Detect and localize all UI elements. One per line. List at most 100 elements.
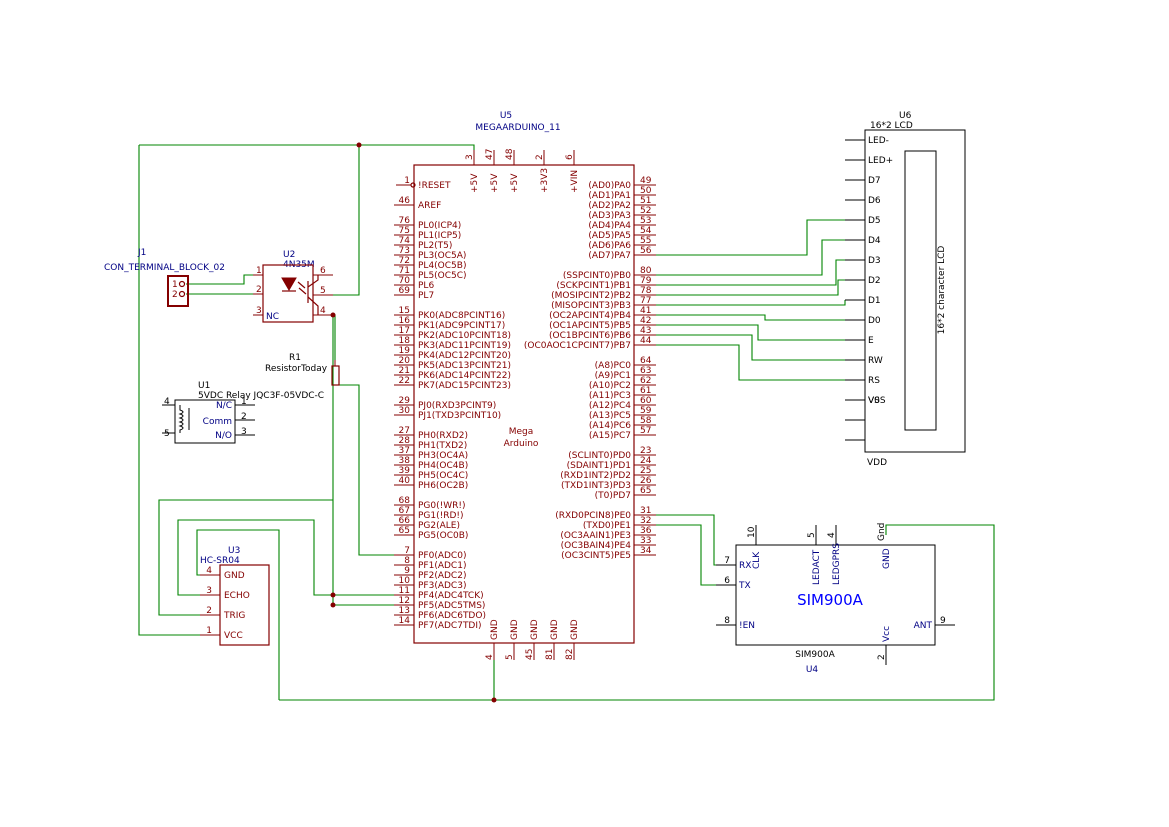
u5-body — [413, 164, 635, 644]
u5-pin-number: 1 — [404, 176, 410, 186]
u5-pin-number: 29 — [399, 396, 411, 406]
u5-pin-number: 5 — [505, 654, 515, 660]
u4-pin-number: 10 — [747, 526, 757, 538]
u5-pin-name: (A13)PC5 — [589, 411, 631, 421]
u1-value: 5VDC Relay JQC3F-05VDC-C — [198, 391, 324, 401]
u3-ref: U3 — [228, 546, 240, 556]
u5-pin-name: (OC3CINT5)PE5 — [561, 551, 631, 561]
u5-pin-name: AREF — [418, 201, 441, 211]
u5-reset-bubble — [410, 182, 416, 188]
u5-pin-number: 47 — [485, 149, 495, 160]
u5-pin-number: 8 — [404, 556, 410, 566]
u5-pin-name: +5V — [470, 173, 480, 193]
u5-pin-number: 45 — [525, 649, 535, 660]
u5-pin-number: 2 — [535, 154, 545, 160]
u5-pin-number: 37 — [399, 446, 410, 456]
u4-title: SIM900A — [797, 591, 864, 609]
u6-body — [864, 129, 966, 453]
u5-pin-name: PL7 — [418, 291, 434, 301]
r1-value: ResistorToday — [265, 364, 328, 374]
u6-pin-name: D4 — [868, 236, 881, 246]
u5-pin-name: PK1(ADC9PCINT17) — [418, 321, 505, 331]
u5-pin-number: 70 — [399, 276, 411, 286]
wire-pb4-d0 — [656, 314, 845, 321]
wire-pb1-d3 — [656, 259, 845, 286]
u6-pin-name: VSS — [868, 396, 886, 406]
u4-pin-number: 8 — [724, 616, 730, 626]
u5-pin-number: 25 — [640, 466, 651, 476]
u5-pin-number: 63 — [640, 366, 651, 376]
u2-pin-5: 5 — [320, 286, 326, 296]
u5-pin-name: PL2(T5) — [418, 241, 452, 251]
u5-pin-name: +3V3 — [540, 168, 550, 193]
u5-center-label: Mega — [509, 427, 534, 437]
u5-pin-number: 67 — [399, 506, 410, 516]
u6-pin-name: D0 — [868, 316, 881, 326]
u5-pin-number: 16 — [399, 316, 411, 326]
u5-pin-number: 15 — [399, 306, 410, 316]
u5-pin-name: (AD0)PA0 — [588, 181, 631, 191]
u5-pin-name: (OC0AOC1CPCINT7)PB7 — [524, 341, 631, 351]
u4-pin-name: Vcc — [882, 626, 892, 642]
u5-value: MEGAARDUINO_11 — [475, 123, 560, 133]
u5-pin-name: (AD1)PA1 — [588, 191, 631, 201]
u5-pin-name: (A12)PC4 — [589, 401, 631, 411]
u1-label-no: N/O — [215, 431, 232, 441]
u5-pin-name: PL1(ICP5) — [418, 231, 461, 241]
u5-pin-name: PF1(ADC1) — [418, 561, 466, 571]
wire-pe0-to-rx — [656, 514, 722, 566]
u5-pin-name: (OC1BPCINT6)PB6 — [549, 331, 631, 341]
r1-resistor: R1 ResistorToday — [265, 353, 340, 386]
junction-dot — [330, 592, 336, 598]
j1-body — [167, 275, 189, 307]
u6-lcd: U6 16*2 LCD 16*2 character LCD VDD LED-L… — [845, 111, 966, 468]
j1-screw-1 — [178, 280, 186, 288]
u5-pin-name: (A14)PC6 — [589, 421, 631, 431]
u2-pin-4: 4 — [320, 306, 326, 316]
u6-footer: VDD — [867, 458, 887, 468]
u6-pin-name: D2 — [868, 276, 881, 286]
u6-pin-name: D5 — [868, 216, 881, 226]
u5-pin-name: (TXD0)PE1 — [583, 521, 631, 531]
u1-pin-4: 4 — [164, 397, 170, 407]
u2-ref: U2 — [283, 250, 295, 260]
wire-5v-rail — [139, 144, 475, 150]
u6-pin-name: RW — [868, 356, 883, 366]
u5-pin-number: 75 — [399, 226, 410, 236]
u5-pin-number: 20 — [399, 356, 411, 366]
wire-gnd-rail — [279, 524, 995, 701]
u5-pin-name: (RXD0PCIN8)PE0 — [555, 511, 631, 521]
phototransistor-emitter — [307, 296, 319, 315]
u5-pin-number: 34 — [640, 546, 652, 556]
wire-opto-to-pf5 — [332, 315, 394, 606]
u5-pin-number: 43 — [640, 326, 651, 336]
junction-dot — [330, 602, 336, 608]
u5-pin-number: 68 — [399, 496, 411, 506]
u5-pin-number: 36 — [640, 526, 652, 536]
u6-screen — [904, 150, 937, 431]
u5-pin-name: PG0(!WR!) — [418, 501, 466, 511]
u5-pin-name: PH1(TXD2) — [418, 441, 467, 451]
u5-pin-name: (AD5)PA5 — [588, 231, 631, 241]
u4-pin-number: 6 — [724, 576, 730, 586]
u3-pin-number: 2 — [206, 606, 212, 616]
wire-pb7-rs — [656, 344, 845, 381]
junction-dot — [356, 142, 362, 148]
u5-pin-number: 51 — [640, 196, 651, 206]
u5-pin-number: 32 — [640, 516, 651, 526]
u5-pin-number: 33 — [640, 536, 651, 546]
u5-pin-number: 81 — [545, 649, 555, 660]
wire-pb5-e — [656, 324, 845, 341]
wire-hcsr04-trig — [158, 499, 333, 616]
u5-pin-number: 53 — [640, 216, 651, 226]
u3-pin-name: TRIG — [223, 611, 245, 621]
u6-pin-name: V0 — [868, 396, 880, 406]
u5-pin-number: 30 — [399, 406, 411, 416]
u5-pin-name: (SCKPCINT1)PB1 — [556, 281, 631, 291]
u5-pin-name: (AD4)PA4 — [588, 221, 631, 231]
